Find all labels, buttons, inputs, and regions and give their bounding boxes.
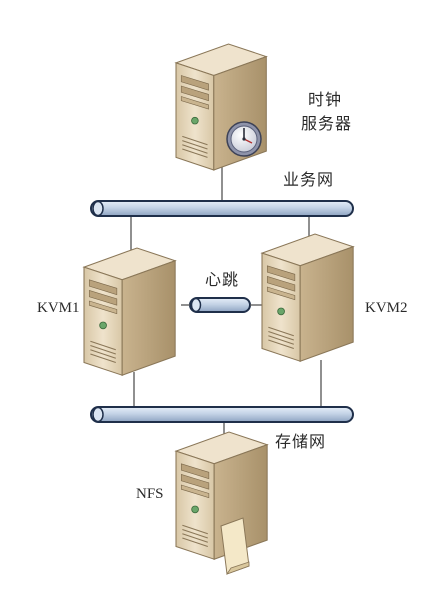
storage-network-bar: [90, 406, 354, 423]
kvm2-label: KVM2: [365, 300, 408, 316]
business-network-label: 业务网: [283, 170, 335, 189]
wires: [130, 166, 322, 437]
server-tower-icon: [83, 247, 176, 376]
kvm1-server: [83, 247, 176, 376]
business-network-bar: [90, 200, 354, 217]
storage-network-label: 存储网: [275, 432, 327, 451]
nfs-server: [175, 431, 268, 575]
heartbeat-link: [181, 297, 262, 313]
nfs-label: NFS: [136, 486, 164, 502]
server-tower-icon: [175, 431, 268, 560]
heartbeat-label: 心跳: [205, 270, 240, 289]
kvm1-label: KVM1: [37, 300, 80, 316]
document-icon: [220, 517, 250, 575]
time-server-label-line1: 时钟: [308, 90, 343, 109]
time-server: [175, 43, 267, 171]
clock-icon: [226, 121, 262, 157]
server-tower-icon: [261, 233, 354, 362]
time-server-label-line2: 服务器: [301, 114, 353, 133]
kvm2-server: [261, 233, 354, 362]
